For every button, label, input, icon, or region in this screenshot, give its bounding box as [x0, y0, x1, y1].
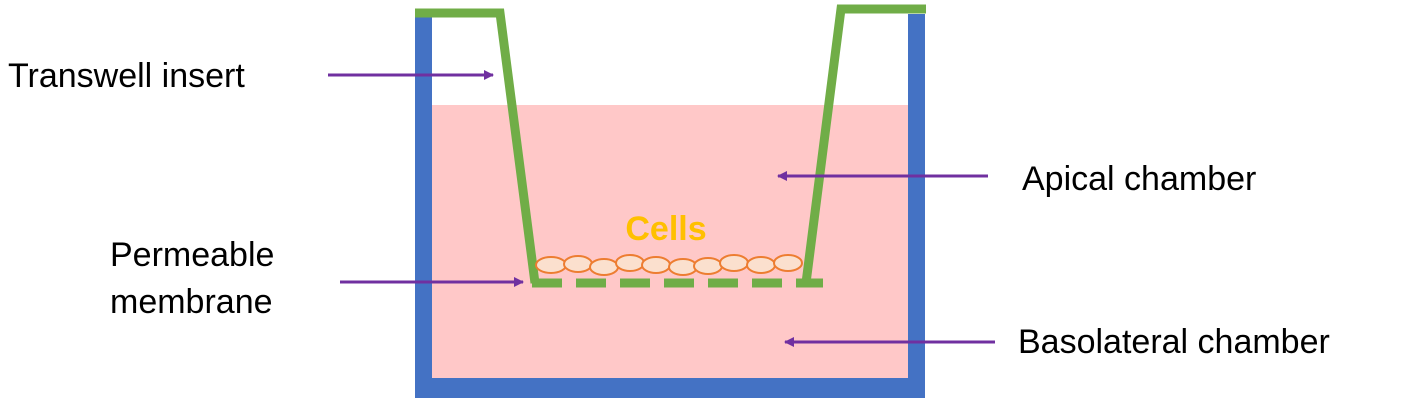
cell [641, 256, 671, 274]
well-bottom-wall [415, 378, 925, 398]
cell [535, 256, 567, 274]
label-transwell-insert: Transwell insert [8, 57, 245, 95]
label-membrane: membrane [110, 283, 273, 321]
well-left-wall [415, 14, 432, 398]
cell [746, 256, 776, 274]
well-right-wall [908, 14, 925, 398]
cell [589, 258, 619, 276]
culture-medium [432, 105, 908, 378]
insert-left-side [415, 8, 540, 284]
cell-layer [535, 254, 803, 276]
label-basolateral-chamber: Basolateral chamber [1018, 323, 1330, 361]
cell [668, 258, 698, 276]
insert-right-side [801, 4, 926, 284]
label-apical-chamber: Apical chamber [1022, 160, 1256, 198]
cell [719, 254, 749, 272]
cells-label: Cells [625, 210, 706, 248]
cell [773, 254, 803, 272]
cell [693, 257, 723, 275]
cell [563, 255, 593, 273]
label-permeable: Permeable [110, 236, 274, 274]
cell [615, 254, 645, 272]
